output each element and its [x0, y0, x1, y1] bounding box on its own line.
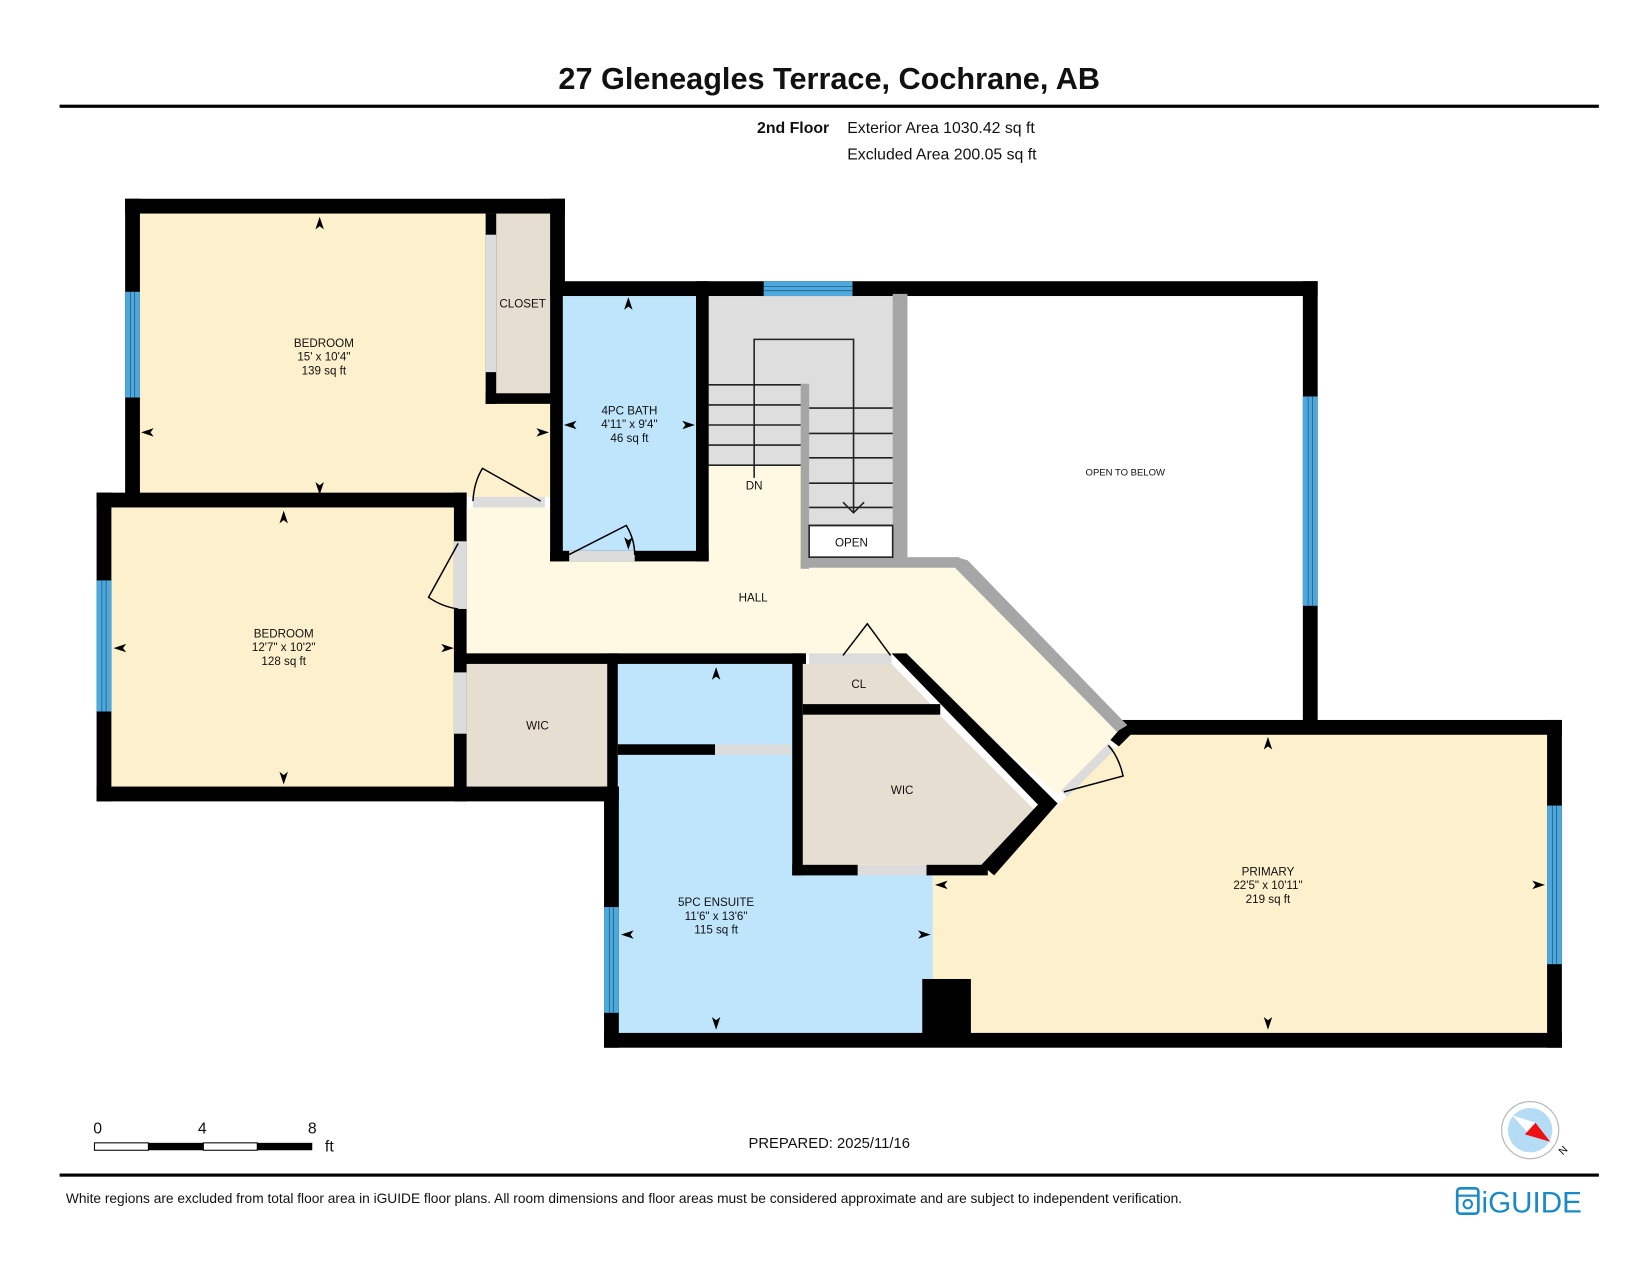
scale-tick-8: 8	[308, 1120, 317, 1137]
window-ensuite	[604, 907, 619, 1013]
header-rule	[59, 104, 1599, 108]
iguide-logo-text: iGUIDE	[1482, 1187, 1582, 1220]
bedroom-2-dims: 12'7" x 10'2"	[252, 641, 316, 654]
exterior-area: Exterior Area 1030.42 sq ft	[847, 120, 1035, 137]
scale-bar: 0 4 8 ft	[93, 1120, 334, 1155]
disclaimer: White regions are excluded from total fl…	[66, 1191, 1182, 1206]
excluded-area: Excluded Area 200.05 sq ft	[847, 147, 1037, 164]
primary-dims: 22'5" x 10'11"	[1233, 879, 1302, 892]
hall-name: HALL	[739, 592, 769, 605]
bedroom-1-area	[138, 213, 552, 497]
bedroom-2-area-text: 128 sq ft	[261, 655, 306, 668]
window-stairs	[763, 281, 853, 297]
window-primary	[1547, 805, 1562, 965]
ensuite-dims: 11'6" x 13'6"	[685, 910, 748, 923]
stairs-open-label: OPEN	[835, 537, 868, 550]
stairs-lower-area	[809, 382, 893, 526]
bath-4pc-area	[560, 293, 699, 553]
room-labels: BEDROOM 15' x 10'4" 139 sq ft CLOSET 4PC…	[252, 298, 1303, 937]
scale-tick-0: 0	[93, 1120, 102, 1137]
window-bedroom-2	[96, 580, 112, 712]
bedroom-1-name: BEDROOM	[294, 337, 354, 350]
page-title: 27 Gleneagles Terrace, Cochrane, AB	[558, 62, 1100, 96]
windows	[96, 281, 1562, 1013]
stairs	[708, 338, 894, 558]
scale-tick-4: 4	[198, 1120, 207, 1137]
stairs-dn-label: DN	[746, 479, 763, 492]
iguide-logo: iGUIDE	[1455, 1186, 1582, 1220]
bedroom-1-dims: 15' x 10'4"	[297, 351, 350, 364]
footer-rule	[59, 1173, 1599, 1177]
stairs-open-area	[809, 525, 893, 558]
compass-north-label: N	[1557, 1144, 1571, 1158]
scale-unit: ft	[325, 1138, 334, 1155]
open-to-below-label: OPEN TO BELOW	[1086, 468, 1165, 479]
primary-area-text: 219 sq ft	[1246, 893, 1291, 906]
compass-icon: N	[1500, 1100, 1571, 1160]
floor-label: 2nd Floor	[757, 120, 829, 137]
cl-name: CL	[851, 678, 866, 691]
ensuite-area-text: 115 sq ft	[694, 924, 738, 937]
window-open-area	[1302, 396, 1318, 606]
hall-area	[465, 465, 1124, 796]
railings	[800, 293, 1128, 732]
wic-1-area	[465, 663, 610, 787]
primary-area	[932, 733, 1548, 1033]
prepared-date: PREPARED: 2025/11/16	[748, 1136, 910, 1152]
stair-direction-arrow	[753, 338, 855, 513]
bedroom-1-area-text: 139 sq ft	[302, 364, 347, 377]
closet-name: CLOSET	[499, 298, 545, 311]
wic-2-area	[802, 714, 1037, 865]
iguide-logo-icon	[1455, 1186, 1480, 1216]
cl-area	[802, 663, 931, 705]
bedroom-2-area	[110, 507, 458, 787]
room-fills	[110, 213, 1548, 1033]
ensuite-area	[617, 663, 933, 1033]
bath-4pc-dims: 4'11" x 9'4"	[601, 418, 657, 431]
dimension-arrows	[113, 216, 1545, 1030]
wic-1-name: WIC	[526, 719, 549, 732]
ensuite-name: 5PC ENSUITE	[678, 896, 754, 909]
primary-name: PRIMARY	[1242, 865, 1295, 878]
wic-2-name: WIC	[891, 784, 914, 797]
bedroom-2-name: BEDROOM	[254, 628, 314, 641]
door-openings	[453, 234, 1115, 876]
closet-area	[496, 213, 552, 396]
bath-4pc-name: 4PC BATH	[601, 404, 657, 417]
bath-4pc-area-text: 46 sq ft	[610, 432, 649, 445]
window-bedroom-1	[125, 291, 140, 398]
